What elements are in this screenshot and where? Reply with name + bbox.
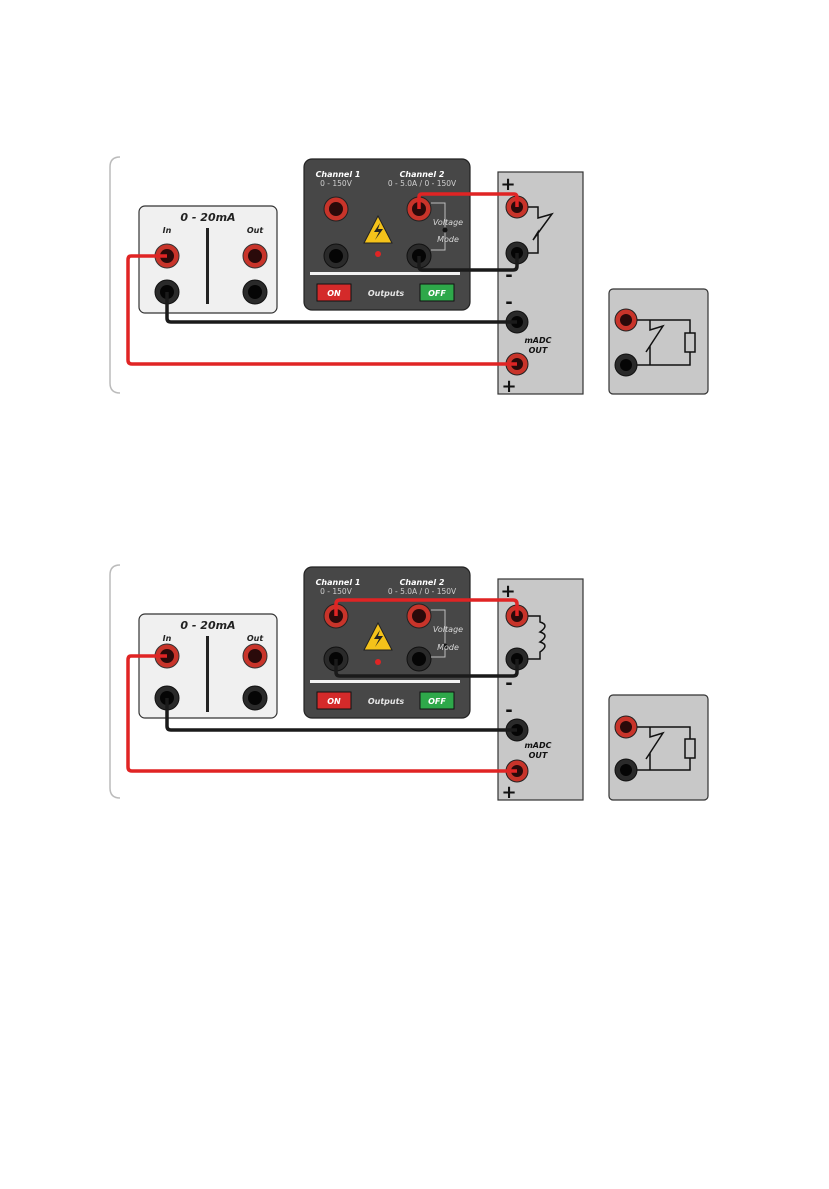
ref-resistor-icon [685,333,695,352]
meter-out-red-jack[interactable] [243,644,267,668]
meter-in-label: In [163,226,172,235]
channel1-label: Channel 1 [316,170,361,179]
on-button-label: ON [327,697,341,706]
meter-out-black-jack[interactable] [243,280,267,304]
transducer-minus-lower: - [505,292,512,313]
mode-selector-dot[interactable] [443,228,448,233]
channel1-range: 0 - 150V [320,179,353,188]
source-panel: Channel 1 0 - 150V Channel 2 0 - 5.0A / … [304,159,470,310]
off-button[interactable]: OFF [420,692,454,709]
panel-divider [310,680,460,683]
mode-label-1: Voltage [433,625,463,634]
meter-out-label: Out [247,226,264,235]
channel2-label: Channel 2 [400,170,445,179]
transducer-plus-top: + [500,174,515,195]
output-indicator-led [375,251,381,257]
on-button[interactable]: ON [317,692,351,709]
channel2-red-jack[interactable] [407,604,431,628]
meter-title: 0 - 20mA [180,211,235,224]
transducer-plus-bottom: + [501,782,516,803]
on-button-label: ON [327,289,341,298]
mdc-out-label-1: mADC [524,741,551,750]
off-button-label: OFF [428,289,446,298]
wiring-diagram-2: 0 - 20mA In Out Channel 1 0 - 150V Chann… [0,410,829,830]
current-meter-panel: 0 - 20mA In Out [139,206,277,313]
transducer-plus-bottom: + [501,376,516,397]
meter-out-label: Out [247,634,264,643]
outputs-label: Outputs [368,697,405,706]
panel-divider [310,272,460,275]
off-button[interactable]: OFF [420,284,454,301]
off-button-label: OFF [428,697,446,706]
mdc-out-label-2: OUT [529,346,548,355]
wiring-diagram-1: 0 - 20mA In Out Channel 1 0 - 150V Chann… [0,0,829,420]
channel2-label: Channel 2 [400,578,445,587]
output-indicator-led [375,659,381,665]
meter-divider [206,228,209,304]
channel2-black-jack[interactable] [407,647,431,671]
ref-black-jack[interactable] [615,354,637,376]
channel2-range: 0 - 5.0A / 0 - 150V [388,179,457,188]
channel2-range: 0 - 5.0A / 0 - 150V [388,587,457,596]
channel1-range: 0 - 150V [320,587,353,596]
source-panel: Channel 1 0 - 150V Channel 2 0 - 5.0A / … [304,567,470,718]
meter-in-label: In [163,634,172,643]
mdc-out-label-1: mADC [524,336,551,345]
ref-black-jack[interactable] [615,759,637,781]
meter-out-black-jack[interactable] [243,686,267,710]
transducer-minus-mid: - [505,265,512,286]
outputs-label: Outputs [368,289,405,298]
mdc-out-label-2: OUT [529,751,548,760]
mode-label-2: Mode [437,643,459,652]
mode-label-1: Voltage [433,218,463,227]
diagram-bracket [110,157,120,393]
current-meter-panel: 0 - 20mA In Out [139,614,277,718]
meter-title: 0 - 20mA [180,619,235,632]
reference-load-panel [609,289,708,394]
channel1-red-jack[interactable] [324,197,348,221]
mode-label-2: Mode [437,235,459,244]
on-button[interactable]: ON [317,284,351,301]
ref-resistor-icon [685,739,695,758]
ref-red-jack[interactable] [615,716,637,738]
ref-red-jack[interactable] [615,309,637,331]
meter-divider [206,636,209,712]
meter-out-red-jack[interactable] [243,244,267,268]
channel1-label: Channel 1 [316,578,361,587]
channel1-black-jack[interactable] [324,244,348,268]
transducer-minus-lower: - [505,700,512,721]
reference-load-panel [609,695,708,800]
diagram-bracket [110,565,120,798]
